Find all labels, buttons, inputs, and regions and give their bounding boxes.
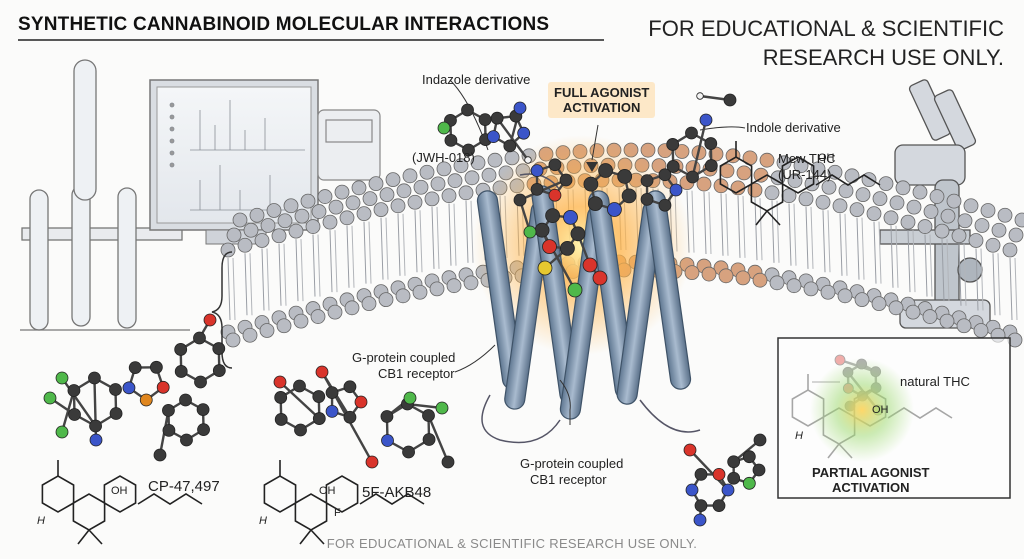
atom-label-oh-1: OH <box>111 485 128 497</box>
callout-partial-agonist: PARTIAL AGONIST ACTIVATION <box>812 465 930 495</box>
label-natural-thc: natural THC <box>900 374 970 389</box>
label-mew-thc: Mew THC <box>778 151 836 166</box>
atom-label-oh-2: OH <box>319 485 336 497</box>
label-jwh018: (JWH-018) <box>412 150 475 165</box>
atom-label-f-1: F <box>334 507 341 519</box>
label-cp47497: CP-47,497 <box>148 478 220 495</box>
callout-full-agonist: FULL AGONIST ACTIVATION <box>548 82 656 118</box>
label-akb48: 5F-AKB48 <box>362 484 432 501</box>
disclaimer-top: FOR EDUCATIONAL & SCIENTIFIC RESEARCH US… <box>648 16 1004 70</box>
membrane-brace <box>211 251 233 369</box>
test-tube-rack <box>20 59 190 331</box>
atom-label-h-1: H <box>37 515 45 527</box>
monitor <box>149 79 319 245</box>
label-gpcr-bottom-line2: CB1 receptor <box>530 472 607 487</box>
atom-label-h-3: H <box>795 430 803 442</box>
label-ur144: (UR-144) <box>778 167 832 182</box>
cb1-receptor <box>476 173 701 444</box>
disclaimer-bottom: FOR EDUCATIONAL & SCIENTIFIC RESEARCH US… <box>326 536 698 551</box>
atom-label-oh-4: OH <box>872 404 889 416</box>
atom-label-oh-3: OH <box>818 152 835 164</box>
partial-glow <box>810 358 914 462</box>
label-gpcr-left-line1: G-protein coupled <box>352 350 456 365</box>
label-gpcr-left-line2: CB1 receptor <box>378 366 455 381</box>
atom-label-h-2: H <box>259 515 267 527</box>
label-indole: Indole derivative <box>746 120 841 135</box>
lab-instrument <box>317 109 381 181</box>
label-gpcr-bottom-line1: G-protein coupled <box>520 456 624 471</box>
arrow-head <box>586 162 598 172</box>
molecule-models <box>43 92 884 527</box>
page-title: SYNTHETIC CANNABINOID MOLECULAR INTERACT… <box>18 14 550 35</box>
label-indazole: Indazole derivative <box>422 72 531 87</box>
